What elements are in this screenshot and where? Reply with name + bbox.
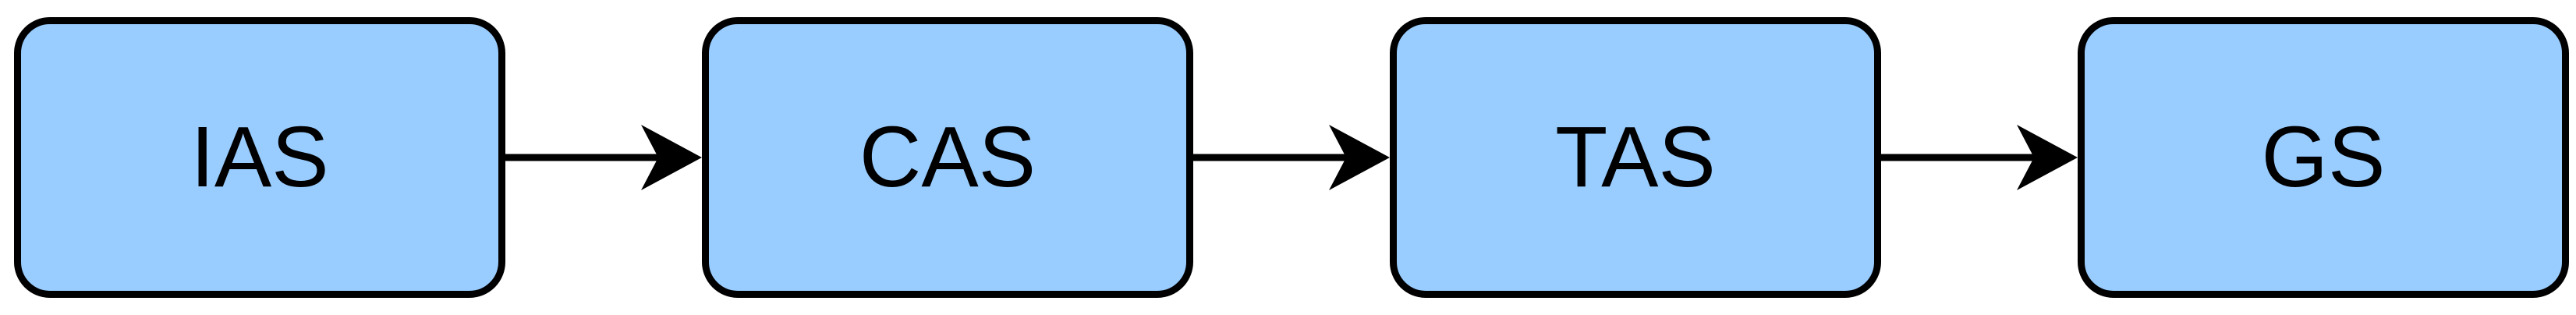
node-gs-label: GS: [2261, 109, 2386, 205]
right-arrow-icon: [1881, 125, 2078, 190]
node-gs: GS: [2078, 17, 2569, 298]
arrow-ias-to-cas-icon: [505, 111, 702, 204]
node-tas-label: TAS: [1555, 109, 1716, 205]
right-arrow-icon: [505, 125, 702, 190]
node-cas-label: CAS: [859, 109, 1036, 205]
node-cas: CAS: [702, 17, 1193, 298]
node-ias-label: IAS: [190, 109, 329, 205]
arrow-cas-to-tas-icon: [1193, 111, 1390, 204]
node-tas: TAS: [1390, 17, 1881, 298]
arrow-tas-to-gs-icon: [1881, 111, 2078, 204]
node-ias: IAS: [14, 17, 505, 298]
right-arrow-icon: [1193, 125, 1390, 190]
